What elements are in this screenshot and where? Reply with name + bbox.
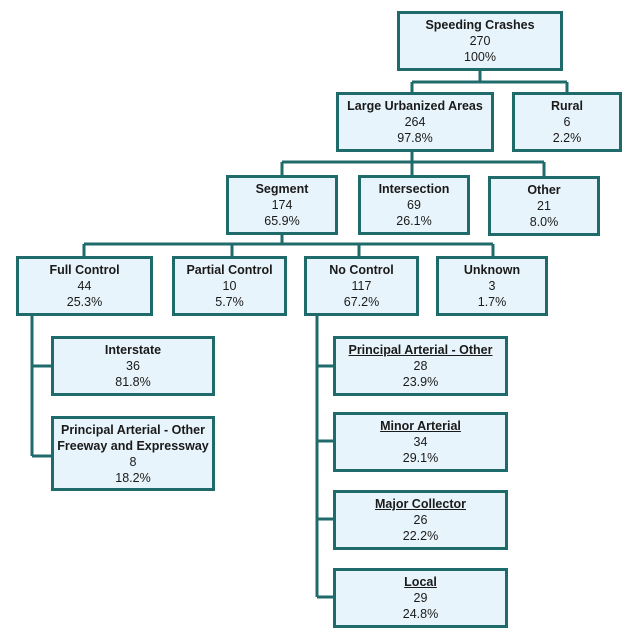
node-count: 117 [351, 279, 372, 293]
node-count: 29 [413, 591, 428, 605]
node-count: 174 [271, 198, 293, 212]
node-percent: 81.8% [115, 375, 151, 389]
node-percent: 26.1% [396, 214, 432, 228]
node-title: Other [527, 183, 561, 197]
node-interstate: Interstate 36 81.8% [51, 336, 215, 396]
node-count: 26 [413, 513, 428, 527]
node-rural: Rural 6 2.2% [512, 92, 622, 152]
node-count: 270 [469, 34, 491, 48]
node-title: Principal Arterial - Other [348, 343, 493, 357]
node-minor-arterial: Minor Arterial 34 29.1% [333, 412, 508, 472]
node-full-control: Full Control 44 25.3% [16, 256, 153, 316]
node-major-collector: Major Collector 26 22.2% [333, 490, 508, 550]
node-percent: 2.2% [552, 131, 582, 145]
node-percent: 100% [464, 50, 496, 64]
node-count: 69 [407, 198, 421, 212]
node-local: Local 29 24.8% [333, 568, 508, 628]
node-percent: 24.8% [402, 607, 439, 621]
node-title: Rural [551, 99, 583, 113]
node-percent: 67.2% [343, 295, 380, 309]
node-title: Intersection [378, 182, 450, 196]
connector-full-control-children [30, 315, 52, 458]
node-percent: 29.1% [402, 451, 439, 465]
node-percent: 18.2% [115, 470, 151, 485]
node-other: Other 21 8.0% [488, 176, 600, 236]
node-count: 21 [537, 199, 551, 213]
connector-urban-to-types [280, 152, 546, 176]
node-percent: 65.9% [264, 214, 300, 228]
node-percent: 25.3% [66, 295, 103, 309]
node-count: 36 [126, 359, 140, 373]
node-count: 3 [488, 279, 496, 293]
node-title: Speeding Crashes [425, 18, 535, 32]
node-title: Segment [255, 182, 309, 196]
node-title: Local [404, 575, 437, 589]
node-count: 8 [129, 454, 137, 469]
connector-segment-to-controls [82, 234, 495, 256]
node-title: Interstate [104, 343, 162, 357]
node-principal-arterial-other: Principal Arterial - Other 28 23.9% [333, 336, 508, 396]
node-count: 34 [413, 435, 428, 449]
node-unknown: Unknown 3 1.7% [436, 256, 548, 316]
node-count: 264 [404, 115, 426, 129]
node-title: Principal Arterial - Other [60, 422, 206, 437]
node-percent: 5.7% [215, 295, 244, 309]
node-intersection: Intersection 69 26.1% [358, 175, 470, 235]
node-principal-arterial-freeway: Principal Arterial - Other Freeway and E… [51, 416, 215, 491]
node-percent: 22.2% [402, 529, 439, 543]
node-partial-control: Partial Control 10 5.7% [172, 256, 287, 316]
node-no-control: No Control 117 67.2% [304, 256, 419, 316]
node-count: 10 [222, 279, 237, 293]
connector-root-to-areas [410, 70, 569, 92]
node-segment: Segment 174 65.9% [226, 175, 338, 235]
node-large-urbanized-areas: Large Urbanized Areas 264 97.8% [336, 92, 494, 152]
node-speeding-crashes: Speeding Crashes 270 100% [397, 11, 563, 71]
node-percent: 23.9% [402, 375, 439, 389]
node-count: 6 [563, 115, 571, 129]
node-count: 44 [77, 279, 92, 293]
node-title: Partial Control [186, 263, 273, 277]
node-percent: 1.7% [477, 295, 507, 309]
node-title: Full Control [49, 263, 120, 277]
node-percent: 8.0% [529, 215, 559, 229]
connector-no-control-children [315, 315, 334, 599]
node-title: Large Urbanized Areas [347, 99, 483, 113]
node-title: No Control [329, 263, 394, 277]
node-percent: 97.8% [397, 131, 433, 145]
node-title: Minor Arterial [380, 419, 461, 433]
node-title: Major Collector [375, 497, 466, 511]
node-title-line-2: Freeway and Expressway [57, 438, 209, 453]
node-title: Unknown [463, 263, 521, 277]
node-count: 28 [413, 359, 428, 373]
